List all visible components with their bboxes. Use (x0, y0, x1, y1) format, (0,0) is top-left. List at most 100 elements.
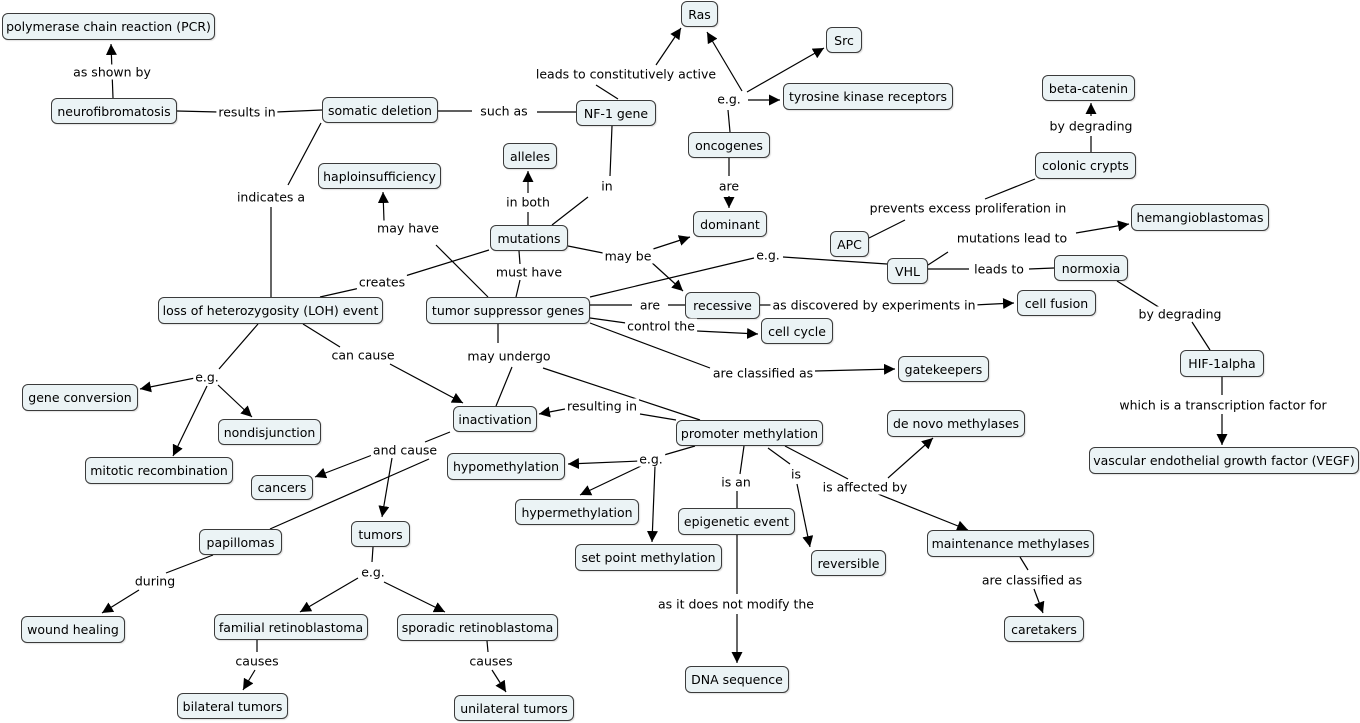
link-is: is (789, 466, 803, 482)
connector-arrow (491, 669, 507, 693)
node-tumors[interactable]: tumors (351, 521, 410, 547)
link-prevents-excess-proliferation: prevents excess proliferation in (867, 200, 1069, 216)
node-tyrosine-kinase-receptors[interactable]: tyrosine kinase receptors (783, 83, 953, 110)
connector-arrow (1075, 220, 1130, 234)
link-are-classified-as-caretakers: are classified as (979, 572, 1085, 588)
connector-line (302, 323, 341, 348)
node-unilateral-tumors[interactable]: unilateral tumors (454, 695, 574, 721)
connector-arrow (887, 437, 934, 479)
link-are-recessive: are (637, 297, 663, 313)
node-familial-retinoblastoma[interactable]: familial retinoblastoma (214, 614, 368, 640)
node-alleles[interactable]: alleles (503, 143, 557, 169)
connector-arrow (314, 451, 381, 479)
node-src[interactable]: Src (826, 27, 862, 53)
connector-line (424, 431, 451, 443)
connector-arrow (299, 577, 359, 613)
connector-arrow (172, 385, 208, 457)
link-must-have: must have (493, 264, 565, 280)
node-epigenetic-event[interactable]: epigenetic event (678, 508, 795, 535)
node-beta-catenin[interactable]: beta-catenin (1042, 75, 1135, 101)
connector-line (275, 109, 323, 113)
node-hemangioblastomas[interactable]: hemangioblastomas (1131, 204, 1269, 231)
node-normoxia[interactable]: normoxia (1054, 255, 1128, 281)
connector-line (495, 366, 513, 407)
node-nf1-gene[interactable]: NF-1 gene (576, 100, 656, 126)
link-eg-oncogenes: e.g. (715, 91, 743, 107)
node-pcr[interactable]: polymerase chain reaction (PCR) (2, 13, 215, 40)
node-promoter-methylation[interactable]: promoter methylation (676, 420, 823, 446)
link-and-cause: and cause (370, 442, 440, 458)
node-reversible[interactable]: reversible (811, 550, 886, 576)
node-nondisjunction[interactable]: nondisjunction (218, 419, 321, 445)
node-colonic-crypts[interactable]: colonic crypts (1035, 152, 1136, 179)
node-hypermethylation[interactable]: hypermethylation (515, 499, 639, 525)
connector-arrow (538, 406, 566, 418)
node-sporadic-retinoblastoma[interactable]: sporadic retinoblastoma (397, 614, 558, 641)
node-caretakers[interactable]: caretakers (1004, 616, 1084, 642)
link-as-shown-by: as shown by (71, 64, 153, 80)
connector-line (551, 196, 589, 226)
node-gene-conversion[interactable]: gene conversion (22, 384, 138, 411)
node-inactivation[interactable]: inactivation (453, 406, 537, 432)
link-control-the: control the (625, 318, 697, 334)
node-tumor-suppressor-genes[interactable]: tumor suppressor genes (426, 297, 590, 324)
node-maintenance-methylases[interactable]: maintenance methylases (927, 530, 1094, 557)
link-which-is-a-transcription-factor-for: which is a transcription factor for (1117, 397, 1329, 413)
connector-line (287, 122, 322, 186)
connector-arrow (242, 669, 256, 691)
connector-line (589, 317, 627, 324)
node-dna-sequence[interactable]: DNA sequence (685, 666, 789, 693)
node-vegf[interactable]: vascular endothelial growth factor (VEGF… (1089, 447, 1359, 474)
connector-line (782, 256, 888, 265)
node-hif-1alpha[interactable]: HIF-1alpha (1180, 350, 1264, 377)
node-neurofibromatosis[interactable]: neurofibromatosis (51, 98, 177, 124)
connector-arrow (389, 363, 464, 404)
connector-line (927, 251, 949, 266)
node-papillomas[interactable]: papillomas (199, 529, 282, 555)
connector-line (371, 546, 374, 563)
link-are-classified-as-gatekeepers: are classified as (710, 365, 816, 381)
node-oncogenes[interactable]: oncogenes (688, 132, 770, 158)
node-mutations[interactable]: mutations (490, 225, 568, 251)
connector-line (1116, 280, 1166, 312)
link-as-it-does-not-modify-the: as it does not modify the (656, 596, 816, 612)
node-gatekeepers[interactable]: gatekeepers (898, 356, 989, 382)
link-causes-bilateral: causes (233, 653, 281, 669)
connector-line (319, 287, 361, 298)
node-de-novo-methylases[interactable]: de novo methylases (887, 410, 1025, 437)
link-is-affected-by: is affected by (820, 479, 910, 495)
link-is-an: is an (719, 474, 753, 490)
link-may-have: may have (375, 220, 441, 236)
connector-line (767, 447, 791, 465)
connector-line (269, 458, 430, 530)
node-somatic-deletion[interactable]: somatic deletion (322, 97, 438, 123)
node-set-point-methylation[interactable]: set point methylation (575, 544, 722, 571)
link-mutations-lead-to: mutations lead to (954, 230, 1070, 246)
connector-arrow (814, 363, 896, 375)
link-creates: creates (356, 274, 408, 290)
node-vhl[interactable]: VHL (887, 258, 928, 284)
node-bilateral-tumors[interactable]: bilateral tumors (177, 693, 288, 719)
link-can-cause: can cause (329, 347, 397, 363)
connector-line (218, 323, 259, 370)
node-recessive[interactable]: recessive (685, 292, 760, 319)
node-cell-cycle[interactable]: cell cycle (761, 318, 833, 344)
connector-line (165, 554, 214, 574)
node-mitotic-recombination[interactable]: mitotic recombination (85, 457, 233, 484)
node-loh-event[interactable]: loss of heterozygosity (LOH) event (158, 297, 383, 324)
node-ras[interactable]: Ras (681, 1, 718, 27)
node-cancers[interactable]: cancers (251, 475, 313, 500)
node-apc[interactable]: APC (830, 231, 869, 257)
link-leads-to-constitutively-active: leads to constitutively active (533, 66, 719, 82)
node-wound-healing[interactable]: wound healing (21, 616, 125, 643)
node-cell-fusion[interactable]: cell fusion (1017, 290, 1096, 316)
connector-line (739, 445, 745, 475)
connector-arrow (649, 235, 691, 251)
node-dominant[interactable]: dominant (693, 211, 767, 237)
node-haploinsufficiency[interactable]: haploinsufficiency (318, 163, 441, 189)
link-by-degrading-hif: by degrading (1136, 306, 1224, 322)
node-hypomethylation[interactable]: hypomethylation (447, 453, 565, 480)
connector-line (1028, 267, 1055, 270)
connector-line (404, 249, 490, 277)
